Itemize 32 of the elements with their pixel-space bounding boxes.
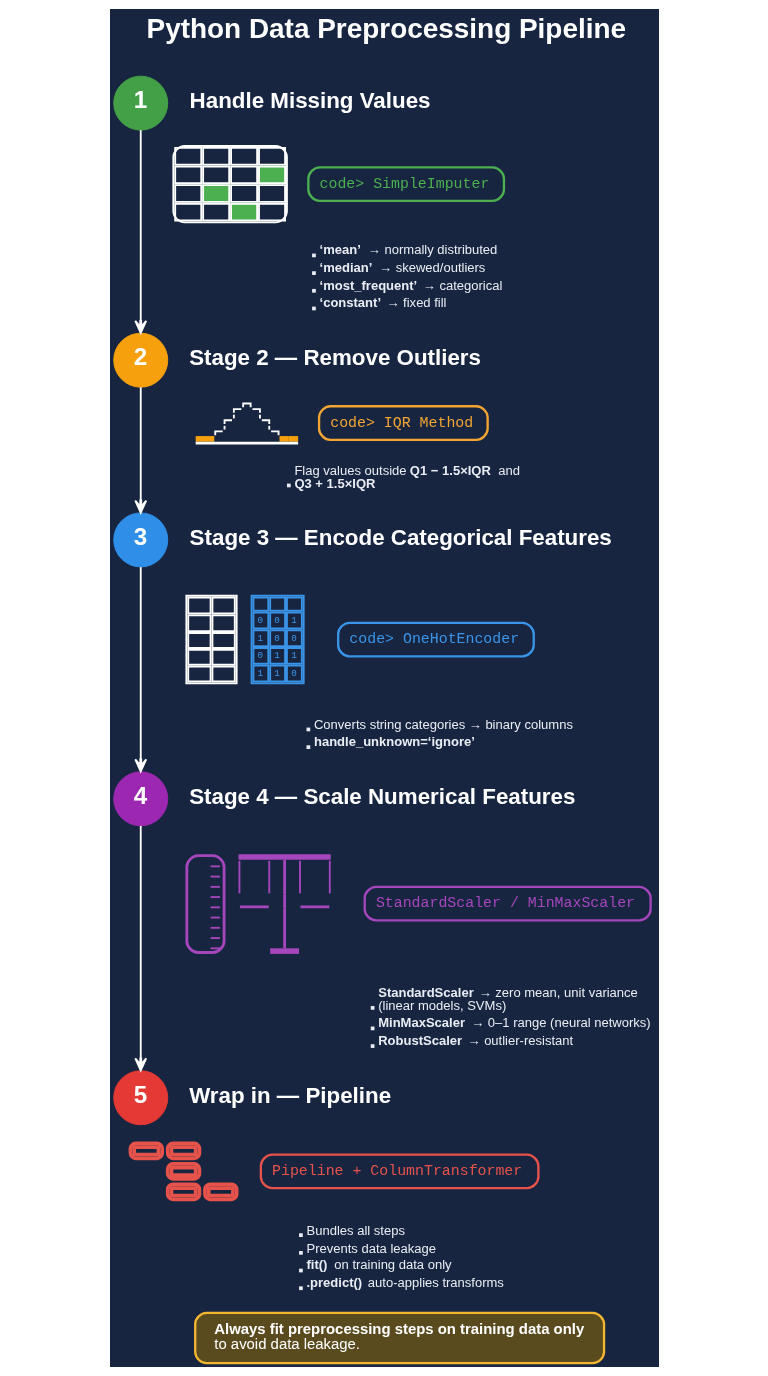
node-label: Stage 2 — Remove Outliers xyxy=(188,345,481,371)
node-label: ‘mean’ → normally distributed xyxy=(319,242,497,258)
label: 1 xyxy=(273,667,280,679)
label: 0 xyxy=(273,614,280,626)
label: 1 xyxy=(273,650,280,662)
node-label: Stage 3 — Encode Categorical Features xyxy=(189,524,612,550)
label: 1 xyxy=(290,614,297,626)
label: 0 xyxy=(273,632,280,644)
node-label: Flag values outside Q1 − 1.5×IQR and Q3 + 1.5×IQR xyxy=(293,462,520,491)
node-label: ‘median’ → skewed/outliers xyxy=(319,259,485,275)
node-label: Bundles all steps xyxy=(306,1222,405,1238)
label: 0 xyxy=(290,667,297,679)
node-label: Prevents data leakage xyxy=(306,1240,436,1256)
diagram-title: Python Data Preprocessing Pipeline xyxy=(146,12,626,44)
node-label: ‘most_frequent’ → categorical xyxy=(319,277,502,293)
label: 0 xyxy=(257,614,263,626)
node-label: StandardScaler → zero mean, unit variance (linear models, SVMs) xyxy=(377,985,638,1014)
label: 1 xyxy=(290,650,297,662)
node-label: fit() on training data only xyxy=(306,1257,452,1273)
label: 0 xyxy=(290,632,297,644)
node-label: Wrap in — Pipeline xyxy=(188,1082,391,1108)
label: 1 xyxy=(257,632,263,644)
node-label: Handle Missing Values xyxy=(189,87,431,113)
node-label: Stage 4 — Scale Numerical Features xyxy=(188,783,575,809)
label: 0 xyxy=(257,650,263,662)
node-label: handle_unknown=‘ignore’ xyxy=(313,733,475,749)
node-label: .predict() auto-applies transforms xyxy=(306,1275,504,1291)
node-label: Converts string categories → binary columns xyxy=(313,717,573,733)
node-label: MinMaxScaler → 0–1 range (neural networks) xyxy=(377,1015,651,1031)
node-label: ‘constant’ → fixed fill xyxy=(319,295,447,311)
node-label: RobustScaler → outlier-resistant xyxy=(377,1032,573,1048)
label: 1 xyxy=(257,667,263,679)
